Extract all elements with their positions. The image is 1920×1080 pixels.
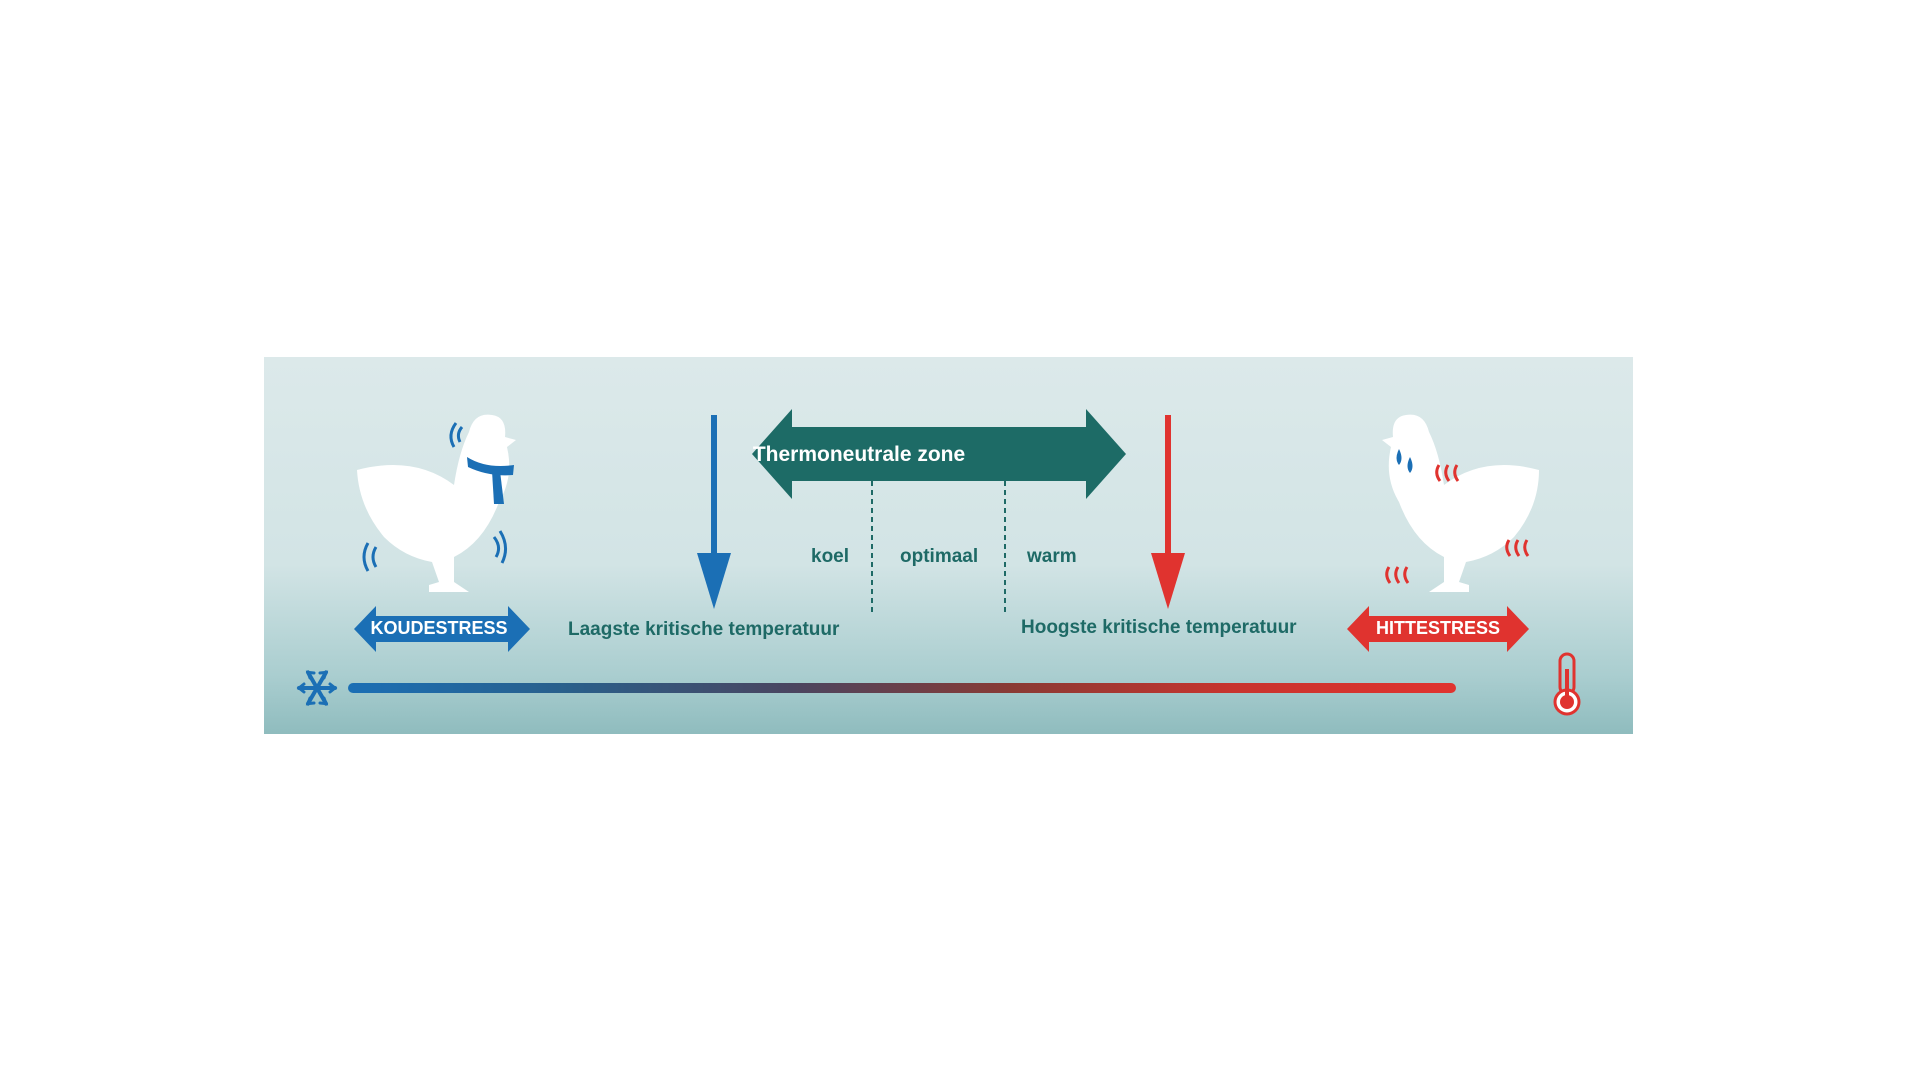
- temperature-gradient-bar: [348, 683, 1456, 693]
- snowflake-icon: [296, 670, 338, 706]
- high-critical-arrow: [1151, 415, 1185, 609]
- low-critical-arrow: [697, 415, 731, 609]
- thermoneutral-zone-diagram: Thermoneutrale zone koel optimaal warm L…: [264, 357, 1633, 734]
- diagram-art: [296, 409, 1581, 716]
- cold-stress-label: KOUDESTRESS: [370, 618, 508, 638]
- koudestress-arrow: [354, 606, 530, 652]
- heat-stress-label: HITTESTRESS: [1375, 618, 1500, 638]
- hittestress-arrow: [1347, 606, 1529, 652]
- chicken-with-scarf-icon: [357, 414, 516, 592]
- sub-zone-optimaal: optimaal: [900, 546, 979, 567]
- thermoneutrale-zone-arrow: [752, 409, 1126, 499]
- sub-zone-warm: warm: [1027, 546, 1077, 567]
- thermometer-icon: [1553, 652, 1581, 716]
- sweating-chicken-icon: [1382, 414, 1539, 592]
- high-critical-label: Hoogste kritische temperatuur: [1021, 617, 1297, 638]
- sub-zone-koel: koel: [811, 546, 850, 567]
- low-critical-label: Laagste kritische temperatuur: [568, 619, 840, 640]
- zone-title: Thermoneutrale zone: [752, 443, 966, 466]
